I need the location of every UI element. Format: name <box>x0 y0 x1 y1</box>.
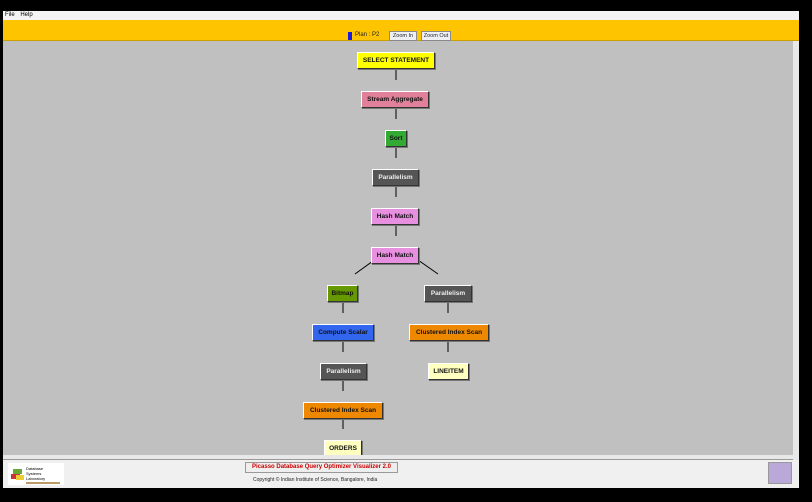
plan-tree-canvas: SELECT STATEMENT Stream Aggregate Sort P… <box>3 41 793 457</box>
node-lineitem-table[interactable]: LINEITEM <box>428 363 469 380</box>
menu-bar: File Help <box>3 11 799 20</box>
menu-help[interactable]: Help <box>20 12 33 18</box>
zoom-out-button[interactable]: Zoom Out <box>421 31 451 41</box>
svg-text:Laboratory: Laboratory <box>26 476 45 481</box>
zoom-in-button[interactable]: Zoom In <box>389 31 417 41</box>
copyright-text: Copyright © Indian Institute of Science,… <box>253 477 378 483</box>
toolbar: Plan : P2 Zoom In Zoom Out <box>3 20 799 41</box>
plan-label: Plan : P2 <box>355 32 380 38</box>
node-hash-match[interactable]: Hash Match <box>371 208 419 225</box>
menu-file[interactable]: File <box>5 12 15 18</box>
iisc-logo <box>768 462 792 484</box>
horizontal-scrollbar[interactable] <box>3 455 793 460</box>
node-hash-match[interactable]: Hash Match <box>371 247 419 264</box>
node-clustered-index-scan[interactable]: Clustered Index Scan <box>303 402 383 419</box>
vertical-scrollbar[interactable] <box>793 41 799 460</box>
plan-color-swatch <box>348 32 352 40</box>
svg-text:Systems: Systems <box>26 471 41 476</box>
svg-text:Database: Database <box>26 466 44 471</box>
node-stream-aggregate[interactable]: Stream Aggregate <box>361 91 429 108</box>
node-compute-scalar[interactable]: Compute Scalar <box>312 324 374 341</box>
node-bitmap[interactable]: Bitmap <box>327 285 358 302</box>
node-sort[interactable]: Sort <box>385 130 407 147</box>
app-title-button[interactable]: Picasso Database Query Optimizer Visuali… <box>245 462 398 473</box>
node-select-statement[interactable]: SELECT STATEMENT <box>357 52 435 69</box>
node-parallelism[interactable]: Parallelism <box>320 363 367 380</box>
node-parallelism[interactable]: Parallelism <box>372 169 419 186</box>
node-clustered-index-scan[interactable]: Clustered Index Scan <box>409 324 489 341</box>
node-parallelism[interactable]: Parallelism <box>424 285 472 302</box>
app-window: File Help Plan : P2 Zoom In Zoom Out SEL… <box>3 11 799 488</box>
